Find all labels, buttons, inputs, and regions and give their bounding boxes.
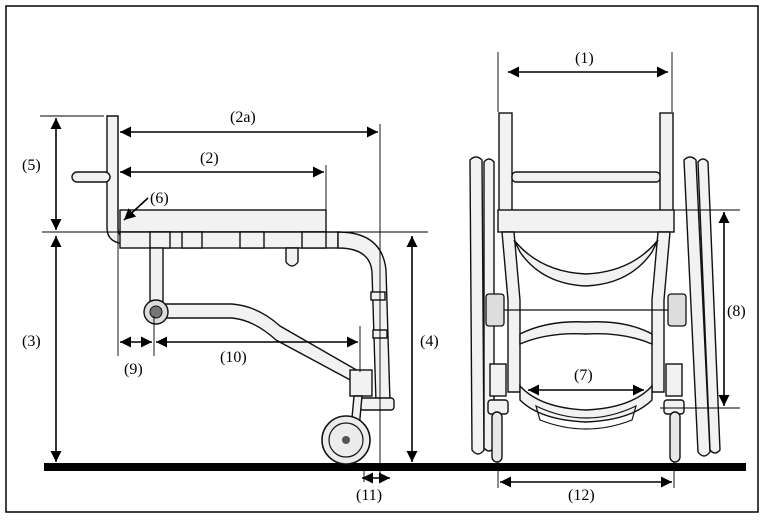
side-caster-axle: [342, 436, 350, 444]
side-rail-clamp: [239, 231, 265, 249]
side-rail-clamp: [149, 231, 171, 249]
front-right-handrim: [697, 158, 721, 454]
front-left-caster-housing: [489, 363, 507, 397]
side-seat-knob: [285, 247, 299, 267]
front-left-caster-wheel: [491, 411, 503, 463]
label-11: (11): [356, 487, 382, 504]
side-caster-housing: [349, 369, 373, 397]
side-frame-band: [370, 291, 386, 301]
label-2: (2): [200, 150, 219, 167]
side-seat-cushion: [119, 209, 327, 233]
label-8: (8): [727, 303, 746, 320]
label-5: (5): [22, 157, 41, 174]
side-push-handle: [71, 171, 111, 183]
front-left-axle-block: [485, 293, 505, 327]
label-6: (6): [150, 190, 169, 207]
front-view-wheelchair: [469, 112, 721, 463]
side-lower-frame: [159, 303, 361, 383]
label-1: (1): [575, 50, 594, 67]
label-7: (7): [574, 367, 593, 384]
front-left-wheel-outer: [469, 156, 485, 455]
ground-line: [44, 463, 746, 471]
front-footrest-outline: [535, 404, 637, 430]
dimension-labels: (2a) (2) (5) (6) (3) (4) (9) (10) (11) (…: [22, 50, 746, 504]
side-rail-clamp: [301, 231, 327, 249]
label-2a: (2a): [230, 109, 256, 126]
front-upper-crossbar: [513, 239, 659, 287]
side-rail-clamp: [181, 231, 203, 249]
side-footrest: [359, 397, 395, 411]
dimension-arrows: [50, 66, 730, 488]
front-left-backrest: [498, 112, 513, 212]
front-middle-crossbar: [519, 321, 653, 346]
front-right-wheel-outer: [683, 156, 711, 457]
dim-arrow-6: [123, 197, 149, 221]
label-9: (9): [124, 361, 143, 378]
front-backrest-bar: [511, 171, 661, 183]
front-right-caster-wheel: [669, 411, 681, 463]
side-axle-hub-center: [149, 305, 163, 319]
front-right-backrest: [659, 112, 674, 212]
side-caster-rim: [328, 422, 364, 458]
label-4: (4): [420, 333, 439, 350]
label-3: (3): [22, 333, 41, 350]
label-10: (10): [220, 349, 247, 366]
front-right-caster-housing: [665, 363, 683, 397]
front-right-axle-block: [667, 293, 687, 327]
label-12: (12): [568, 487, 595, 504]
front-seat: [497, 209, 675, 233]
diagram-border: [5, 5, 759, 513]
front-footplate: [519, 384, 653, 423]
side-view-wheelchair: [71, 115, 395, 465]
side-axle-post: [149, 247, 164, 307]
